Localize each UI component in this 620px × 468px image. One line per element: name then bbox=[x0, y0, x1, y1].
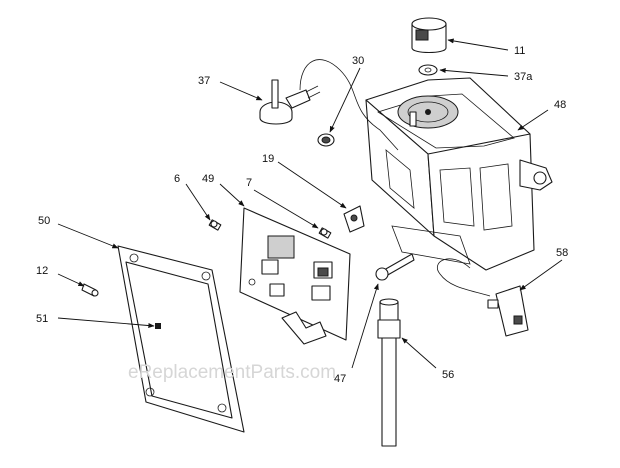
callout-label-58: 58 bbox=[556, 247, 568, 259]
cover-part-50 bbox=[117, 245, 245, 433]
callout-label-12: 12 bbox=[36, 265, 48, 277]
grommet-part-30 bbox=[317, 133, 335, 147]
callout-11: 11 bbox=[447, 38, 525, 57]
callout-label-19: 19 bbox=[262, 153, 274, 165]
callout-label-6: 6 bbox=[174, 173, 180, 185]
callout-label-11: 11 bbox=[514, 45, 525, 57]
housing-part-48 bbox=[365, 77, 553, 271]
callout-37a: 37a bbox=[439, 67, 533, 83]
callout-label-56: 56 bbox=[442, 369, 454, 381]
screw-part-7 bbox=[318, 227, 332, 239]
callout-56: 56 bbox=[401, 337, 454, 381]
bolt-part-47 bbox=[375, 253, 415, 281]
callout-label-47: 47 bbox=[334, 373, 346, 385]
callout-48: 48 bbox=[517, 99, 566, 131]
callout-label-7: 7 bbox=[246, 177, 252, 189]
callout-30: 30 bbox=[329, 55, 364, 133]
probe-part-56 bbox=[377, 298, 401, 447]
callout-label-51: 51 bbox=[36, 313, 48, 325]
callout-label-37a: 37a bbox=[514, 71, 533, 83]
switch-part-58 bbox=[437, 258, 529, 337]
clip-part-19 bbox=[343, 205, 365, 233]
callout-47: 47 bbox=[334, 283, 379, 385]
callout-51: 51 bbox=[36, 313, 155, 329]
washer-part-37a bbox=[418, 64, 438, 76]
watermark-text: eReplacementParts.com bbox=[128, 362, 336, 383]
callout-label-37: 37 bbox=[198, 75, 210, 87]
callout-49: 49 bbox=[202, 173, 245, 207]
callout-50: 50 bbox=[38, 215, 119, 249]
callout-label-50: 50 bbox=[38, 215, 50, 227]
callout-6: 6 bbox=[174, 173, 211, 221]
callout-19: 19 bbox=[262, 153, 347, 209]
callout-7: 7 bbox=[246, 177, 319, 229]
screw-part-6 bbox=[208, 219, 222, 231]
circuit-board-part-49 bbox=[239, 207, 351, 345]
callout-label-48: 48 bbox=[554, 99, 566, 111]
callout-12: 12 bbox=[36, 265, 85, 287]
potentiometer-part-37 bbox=[259, 59, 399, 151]
callout-58: 58 bbox=[519, 247, 568, 291]
knob-part-11 bbox=[411, 17, 447, 54]
screw-part-12 bbox=[81, 283, 99, 297]
gasket-part-51 bbox=[155, 323, 161, 329]
callout-37: 37 bbox=[198, 75, 263, 101]
callout-label-30: 30 bbox=[352, 55, 364, 67]
callout-label-49: 49 bbox=[202, 173, 214, 185]
